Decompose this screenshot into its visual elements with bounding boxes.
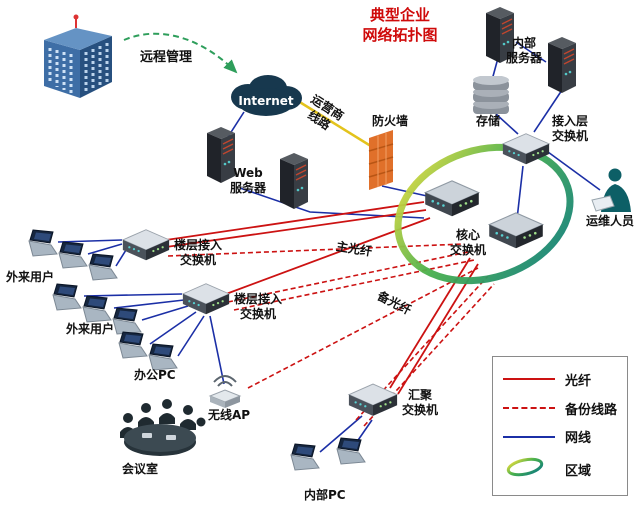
legend-fiber-label: 光纤 bbox=[565, 373, 592, 389]
laptop-icon bbox=[288, 442, 324, 476]
laptop-icon bbox=[56, 240, 92, 274]
legend-row-fiber: 光纤 bbox=[503, 370, 617, 389]
laptop-icon bbox=[26, 228, 62, 262]
laptop-icon bbox=[334, 436, 370, 470]
laptop-icon bbox=[146, 342, 182, 376]
laptop-icon bbox=[116, 330, 152, 364]
access-switch-icon bbox=[500, 130, 552, 171]
storage-label: 存储 bbox=[476, 114, 501, 128]
firewall-icon bbox=[366, 130, 396, 194]
laptop-icon bbox=[110, 306, 146, 340]
backup-line-sample bbox=[503, 407, 555, 410]
external-users-2-label: 外来用户 bbox=[66, 322, 115, 336]
carrier-link-line bbox=[297, 99, 375, 150]
laptop-icon bbox=[50, 282, 86, 316]
laptop-icon bbox=[86, 252, 122, 286]
wireless-ap-icon bbox=[204, 372, 246, 414]
meeting-room-label: 会议室 bbox=[122, 462, 159, 476]
wireless-ap-label: 无线AP bbox=[208, 408, 251, 422]
access-switch-label: 接入层 交换机 bbox=[552, 114, 589, 143]
ops-person-label: 运维人员 bbox=[586, 214, 635, 228]
laptop-icon bbox=[80, 294, 116, 328]
legend-row-backup: 备份线路 bbox=[503, 399, 617, 418]
core-switch-2-icon bbox=[486, 208, 546, 256]
internal-pc-label: 内部PC bbox=[304, 488, 346, 502]
meeting-room-icon bbox=[112, 396, 208, 466]
building-icon bbox=[30, 10, 125, 102]
floor-switch-1-label: 楼层接入 交换机 bbox=[174, 238, 223, 267]
floor-switch-2-label: 楼层接入 交换机 bbox=[234, 292, 283, 321]
external-users-1-label: 外来用户 bbox=[6, 270, 55, 284]
floor-switch-2-icon bbox=[180, 280, 232, 321]
office-pc-label: 办公PC bbox=[134, 368, 176, 382]
legend: 光纤 备份线路 网线 bbox=[492, 356, 628, 496]
legend-row-cable: 网线 bbox=[503, 427, 617, 446]
network-cable-lines bbox=[57, 41, 601, 453]
core-switch-1-icon bbox=[422, 176, 482, 224]
legend-area-label: 区域 bbox=[565, 463, 592, 479]
legend-cable-label: 网线 bbox=[565, 431, 592, 447]
storage-icon bbox=[468, 75, 514, 124]
internet-label: Internet bbox=[238, 94, 293, 108]
cable-line-sample bbox=[503, 435, 555, 438]
internal-server-label: 内部 服务器 bbox=[506, 36, 543, 65]
ops-person-icon bbox=[588, 166, 634, 220]
core-switch-label: 核心 交换机 bbox=[450, 228, 487, 257]
aggregation-switch-icon bbox=[346, 380, 400, 423]
internal-server-2-icon bbox=[544, 36, 580, 98]
core-area-ring-icon bbox=[384, 128, 584, 304]
internet-cloud-icon: Internet bbox=[224, 70, 308, 124]
legend-backup-label: 备份线路 bbox=[565, 402, 618, 418]
web-server-2-icon bbox=[276, 152, 312, 214]
floor-switch-1-icon bbox=[120, 226, 172, 267]
page-title: 典型企业 网络拓扑图 bbox=[362, 6, 438, 44]
firewall-label: 防火墙 bbox=[372, 114, 409, 128]
remote-management-link bbox=[123, 32, 238, 74]
area-ring-sample bbox=[503, 456, 555, 482]
web-server-label: Web 服务器 bbox=[229, 166, 266, 195]
aggregation-switch-label: 汇聚 交换机 bbox=[402, 388, 439, 417]
web-server-1-icon bbox=[203, 126, 239, 188]
legend-row-area: 区域 bbox=[503, 456, 617, 482]
internal-server-1-icon bbox=[482, 6, 518, 68]
remote-mgmt-label: 远程管理 bbox=[140, 50, 193, 65]
fiber-line-sample bbox=[503, 378, 555, 381]
